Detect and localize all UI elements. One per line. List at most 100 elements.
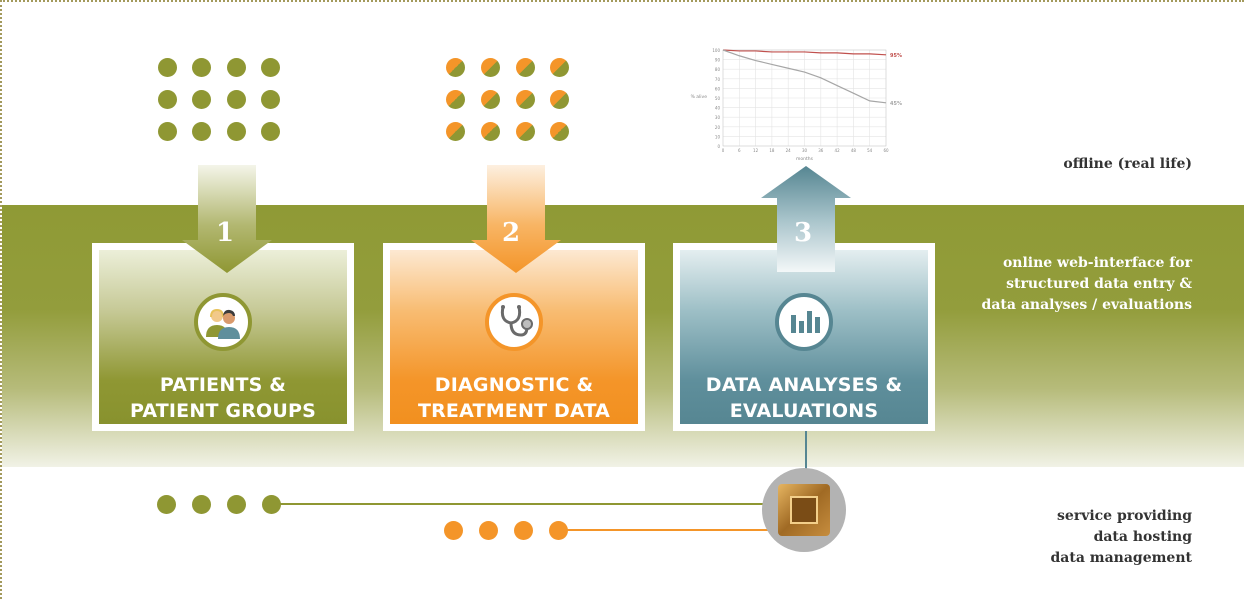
step-number-3: 3 [794, 218, 813, 248]
chart-ytick-label: 80 [715, 67, 721, 72]
diagnostic-dot [446, 90, 465, 109]
patients-card-body: PATIENTS & PATIENT GROUPS [99, 250, 347, 424]
patient-dot [261, 58, 280, 77]
diagnostic-card-title-line1: DIAGNOSTIC & [434, 374, 594, 396]
chart-xlabel: months [796, 156, 814, 162]
chart-end-label-1: 95% [890, 53, 902, 59]
chart-ytick-label: 0 [717, 144, 720, 149]
analyses-card-title-line2: EVALUATIONS [729, 400, 879, 422]
patient-dot [158, 90, 177, 109]
analyses-card-body: DATA ANALYSES & EVALUATIONS [680, 250, 928, 424]
chart-ytick-label: 10 [715, 134, 721, 139]
patient-dot [158, 58, 177, 77]
service-label-line3: data management [1050, 550, 1192, 566]
hosting-dot [157, 495, 176, 514]
patient-dot [261, 122, 280, 141]
diagnostic-dot [481, 58, 500, 77]
server-chip-icon [762, 468, 846, 552]
diagnostic-dot [446, 58, 465, 77]
online-label-line3: data analyses / evaluations [981, 297, 1192, 313]
patient-dot [192, 58, 211, 77]
service-label-line1: service providing [1057, 508, 1192, 524]
arrow-down-1 [182, 165, 272, 273]
diagnostic-dot [550, 58, 569, 77]
patients-card-title: PATIENTS & PATIENT GROUPS [99, 372, 347, 424]
chart-ytick-label: 30 [715, 115, 721, 120]
chip-core [790, 496, 818, 524]
diagnostic-dot [516, 58, 535, 77]
diagnostic-dot [550, 122, 569, 141]
chart-ytick-label: 90 [715, 58, 721, 63]
diagnostic-dot [516, 122, 535, 141]
chart-xtick-label: 24 [786, 148, 792, 153]
hosting-dot [514, 521, 533, 540]
patients-card-title-line1: PATIENTS & [159, 374, 287, 396]
patient-dot [192, 90, 211, 109]
chart-xtick-label: 18 [769, 148, 775, 153]
diagnostic-card[interactable]: DIAGNOSTIC & TREATMENT DATA [383, 243, 645, 431]
chart-xtick-label: 54 [867, 148, 873, 153]
arrow-down-2 [471, 165, 561, 273]
patients-card-title-line2: PATIENT GROUPS [129, 400, 317, 422]
dotted-frame-left [0, 0, 2, 599]
chart-ytick-label: 100 [712, 48, 720, 53]
chart-xtick-label: 12 [753, 148, 759, 153]
chart-ytick-label: 70 [715, 77, 721, 82]
patients-card[interactable]: PATIENTS & PATIENT GROUPS [92, 243, 354, 431]
chart-plot-frame [722, 49, 887, 147]
chart-xtick-label: 6 [738, 148, 741, 153]
patient-dot [227, 58, 246, 77]
patient-dot [158, 122, 177, 141]
chart-series-line-2 [722, 49, 887, 104]
diagnostic-card-title-line2: TREATMENT DATA [417, 400, 611, 422]
hosting-dot [549, 521, 568, 540]
chart-xtick-label: 60 [883, 148, 889, 153]
chart-xtick-label: 30 [802, 148, 808, 153]
chart-xtick-label: 42 [835, 148, 841, 153]
patient-dot [192, 122, 211, 141]
arrow-up-3 [761, 166, 851, 272]
online-label-line2: structured data entry & [1006, 276, 1192, 292]
diagnostic-card-body: DIAGNOSTIC & TREATMENT DATA [390, 250, 638, 424]
online-label: online web-interface for structured data… [982, 253, 1192, 316]
analyses-card-title: DATA ANALYSES & EVALUATIONS [680, 372, 928, 424]
diagnostic-dot [481, 90, 500, 109]
chart-ytick-label: 20 [715, 125, 721, 130]
service-label: service providing data hosting data mana… [1051, 506, 1192, 569]
chart-end-label-2: 45% [890, 101, 902, 107]
patient-dot [227, 122, 246, 141]
dotted-frame-top [0, 0, 1244, 2]
hosting-dot [479, 521, 498, 540]
chart-xtick-label: 0 [722, 148, 725, 153]
patient-dot [227, 90, 246, 109]
hosting-dot [227, 495, 246, 514]
analyses-card-title-line1: DATA ANALYSES & [705, 374, 903, 396]
diagnostic-card-title: DIAGNOSTIC & TREATMENT DATA [390, 372, 638, 424]
chart-xtick-label: 48 [851, 148, 857, 153]
bar-chart-icon [775, 293, 833, 351]
chart-xtick-label: 36 [818, 148, 824, 153]
patient-dot [261, 90, 280, 109]
online-label-line1: online web-interface for [1002, 255, 1192, 271]
diagnostic-dot [550, 90, 569, 109]
hosting-dot [192, 495, 211, 514]
chart-ytick-label: 50 [715, 96, 721, 101]
hosting-dot [444, 521, 463, 540]
step-number-1: 1 [216, 218, 235, 248]
hosting-dot [262, 495, 281, 514]
patients-icon [194, 293, 252, 351]
diagnostic-dot [516, 90, 535, 109]
chart-ylabel: % alive [691, 94, 708, 100]
service-label-line2: data hosting [1093, 529, 1192, 545]
chart-ytick-label: 60 [715, 86, 721, 91]
diagnostic-dot [446, 122, 465, 141]
diagnostic-dot [481, 122, 500, 141]
chart-series-line-1 [722, 49, 887, 56]
chip-body [778, 484, 830, 536]
stethoscope-icon [485, 293, 543, 351]
offline-label: offline (real life) [1063, 156, 1192, 172]
analyses-card[interactable]: DATA ANALYSES & EVALUATIONS [673, 243, 935, 431]
